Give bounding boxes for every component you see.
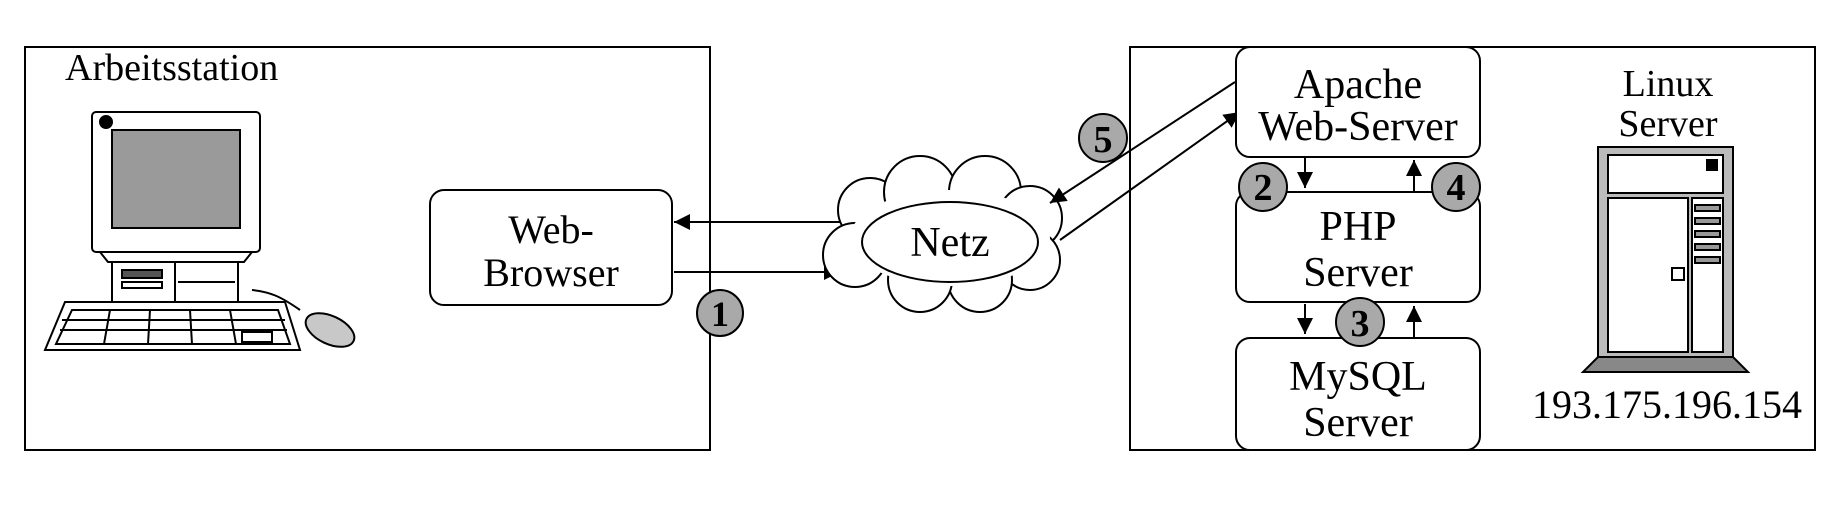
mysql-line1: MySQL	[1289, 354, 1427, 400]
server-tower-icon	[1580, 146, 1751, 373]
workstation-frame	[24, 46, 711, 451]
arrow-net-to-apache	[1059, 111, 1241, 241]
server-frame	[1129, 46, 1816, 451]
computer-icon	[43, 111, 302, 351]
workstation-title: Arbeitsstation	[65, 47, 278, 89]
php-line2: Server	[1303, 250, 1413, 296]
svg-text:4: 4	[1447, 167, 1466, 209]
step-badge-5: 5	[1078, 113, 1128, 163]
apache-box	[1235, 46, 1481, 158]
network-cloud	[822, 155, 1063, 313]
web-browser-box	[429, 189, 673, 306]
linux-server-line1: Linux	[1623, 63, 1714, 105]
svg-text:1: 1	[711, 294, 729, 334]
svg-text:2: 2	[1254, 167, 1273, 209]
browser-line2: Browser	[483, 250, 619, 295]
apache-line2: Web-Server	[1258, 104, 1458, 150]
step-badge-4: 4	[1431, 162, 1481, 212]
browser-line1: Web-	[508, 207, 594, 252]
linux-server-line2: Server	[1618, 103, 1718, 145]
step-badge-2: 2	[1238, 162, 1288, 212]
svg-text:5: 5	[1094, 119, 1113, 161]
svg-text:3: 3	[1351, 303, 1370, 345]
server-ip: 193.175.196.154	[1532, 382, 1802, 427]
step-badge-1: 1	[696, 289, 744, 337]
php-line1: PHP	[1319, 204, 1396, 250]
mouse-icon	[251, 289, 356, 348]
mysql-line2: Server	[1303, 400, 1413, 446]
step-badge-3: 3	[1335, 297, 1385, 347]
network-label: Netz	[910, 220, 989, 266]
apache-line1: Apache	[1294, 62, 1422, 108]
arrow-apache-to-net	[1049, 81, 1236, 204]
